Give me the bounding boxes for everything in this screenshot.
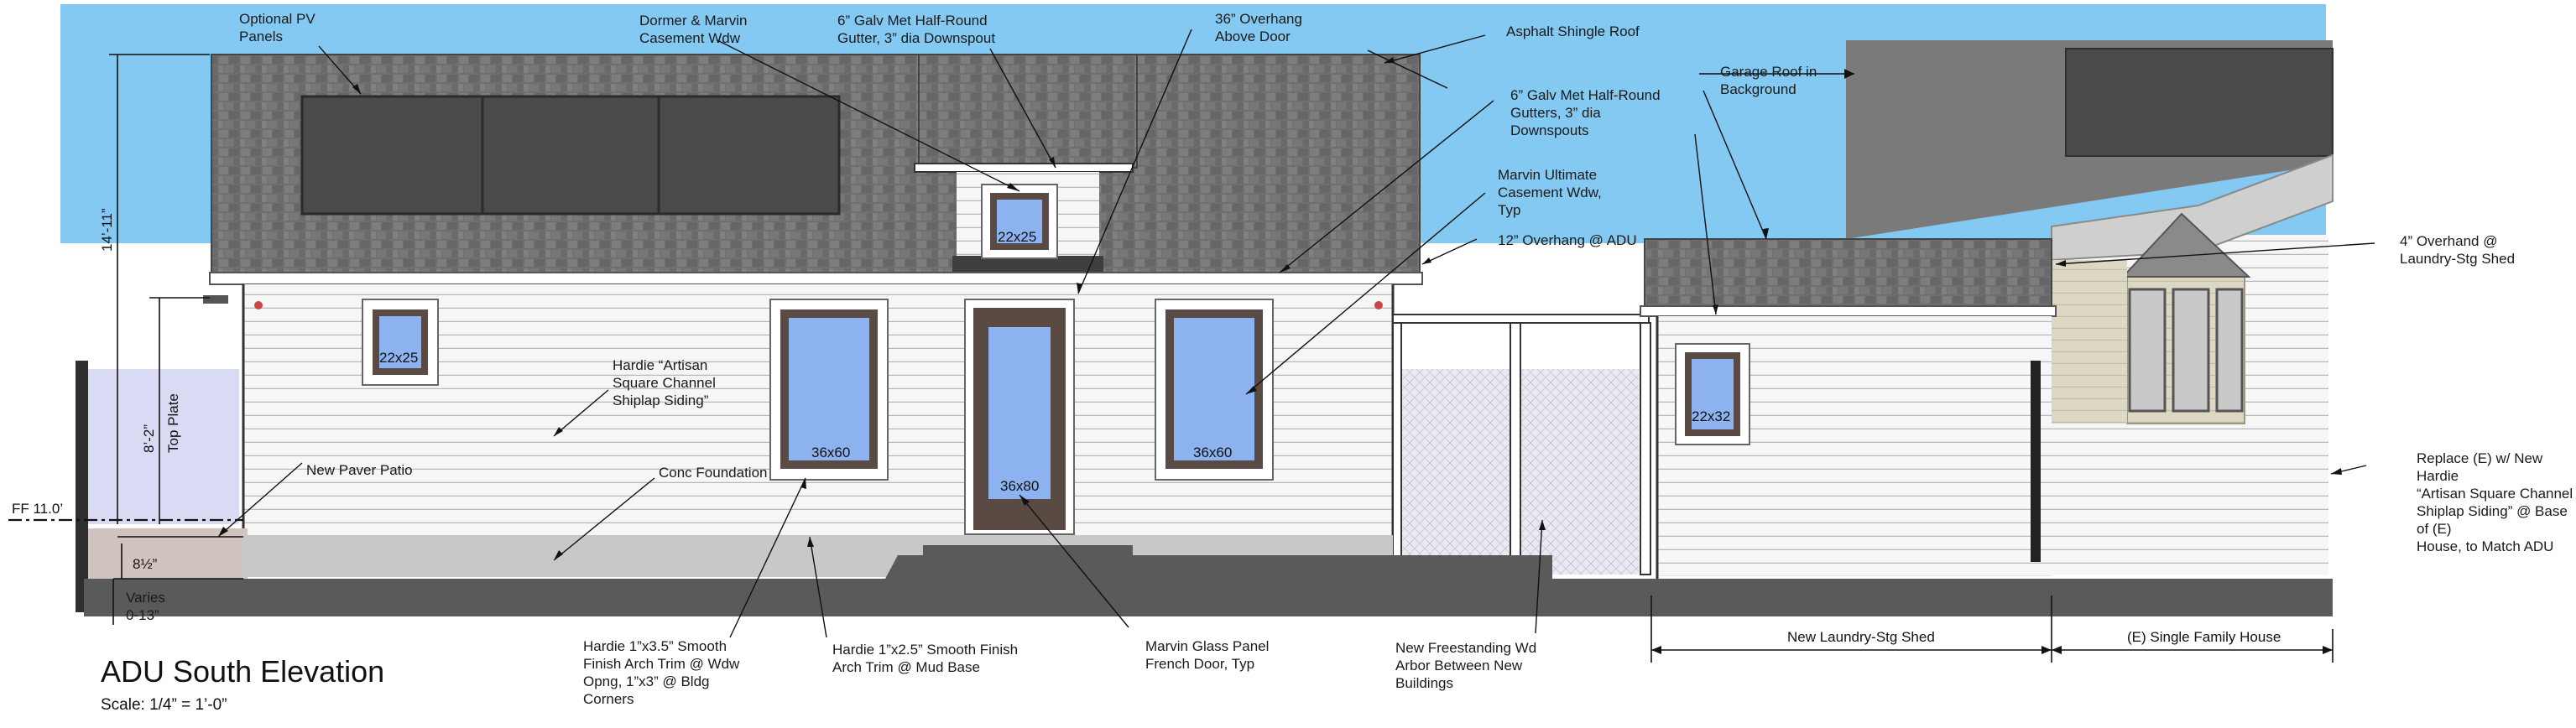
window-shed: 22x32 [1675, 343, 1750, 445]
note-roof: Asphalt Shingle Roof [1506, 23, 1640, 39]
dim-shed-span: New Laundry-Stg Shed [1787, 629, 1935, 645]
dimension-arrows [1651, 646, 2333, 654]
garage-pv-panels [2065, 48, 2334, 157]
note-gutter-dormer: 6” Galv Met Half-Round Gutter, 3” dia Do… [837, 13, 996, 46]
left-fence [76, 361, 88, 612]
existing-house-beige-strip [2052, 260, 2127, 424]
ground [84, 545, 2333, 616]
dim-finish-floor: FF 11.0’ [12, 501, 63, 517]
drawing-scale: Scale: 1/4” = 1’-0” [101, 696, 227, 714]
note-overhang-adu: 12” Overhang @ ADU [1498, 232, 1637, 248]
note-trim-base: Hardie 1”x2.5” Smooth Finish Arch Trim @… [832, 642, 1019, 675]
main-gutter [209, 272, 1423, 285]
dormer-fascia [914, 163, 1134, 173]
note-pv: Optional PV Panels [239, 11, 315, 44]
bay-window-1 [2128, 288, 2167, 413]
note-arbor: New Freestanding Wd Arbor Between New Bu… [1395, 640, 1537, 691]
note-gutters-main: 6” Galv Met Half-Round Gutters, 3” dia D… [1510, 87, 1661, 138]
note-siding: Hardie “Artisan Square Channel Shiplap S… [613, 357, 716, 408]
dim-top-plate: Top Plate [165, 393, 181, 453]
dormer-roof [918, 54, 1138, 169]
note-garage: Garage Roof in Background [1720, 64, 1817, 97]
window-shed-label: 22x32 [1692, 408, 1730, 424]
note-replace-siding: Replace (E) w/ New Hardie “Artisan Squar… [2417, 450, 2573, 554]
shed-gutter [1640, 305, 2057, 317]
dimension-lines [8, 54, 2334, 663]
note-overhang-shed: 4” Overhand @ Laundry-Stg Shed [2400, 233, 2516, 267]
note-overhang-door: 36” Overhang Above Door [1215, 11, 1302, 44]
window-center: 36x60 [769, 299, 889, 481]
dim-house-span: (E) Single Family House [2127, 629, 2281, 645]
leader-arrowheads [218, 57, 2342, 560]
paver-patio [88, 528, 248, 579]
existing-house-bay-roof [2120, 212, 2251, 278]
note-door: Marvin Glass Panel French Door, Typ [1145, 638, 1270, 672]
bay-window-2 [2172, 288, 2210, 413]
window-left-label: 22x25 [379, 350, 418, 366]
note-marvin-window: Marvin Ultimate Casement Wdw, Typ [1498, 167, 1602, 218]
shed-downspout [2031, 361, 2041, 562]
window-right-label: 36x60 [1193, 445, 1232, 460]
window-left: 22x25 [362, 299, 439, 386]
window-dormer-label: 22x25 [998, 229, 1036, 245]
dim-plate-height: 8’-2” [141, 424, 157, 453]
window-dormer: 22x25 [981, 184, 1058, 259]
door: 36x80 [964, 299, 1075, 535]
window-center-label: 36x60 [811, 445, 850, 460]
wall-lamp [203, 295, 228, 304]
arbor-beam [1392, 314, 1650, 324]
note-trim-window: Hardie 1”x3.5” Smooth Finish Arch Trim @… [583, 638, 740, 707]
door-label: 36x80 [1000, 478, 1039, 494]
pv-panels [300, 95, 841, 216]
shed-roof [1644, 238, 2052, 307]
note-paver: New Paver Patio [306, 462, 413, 478]
bay-window-3 [2215, 288, 2244, 413]
note-varies: Varies 0-13” [126, 590, 165, 623]
drawing-title: ADU South Elevation [101, 654, 385, 689]
note-dormer-window: Dormer & Marvin Casement Wdw [639, 13, 748, 46]
note-foundation: Conc Foundation [659, 465, 768, 481]
dim-overall-height: 14’-11” [99, 208, 115, 252]
dim-foundation: 8½” [133, 556, 158, 572]
left-fence-screen [88, 369, 239, 524]
